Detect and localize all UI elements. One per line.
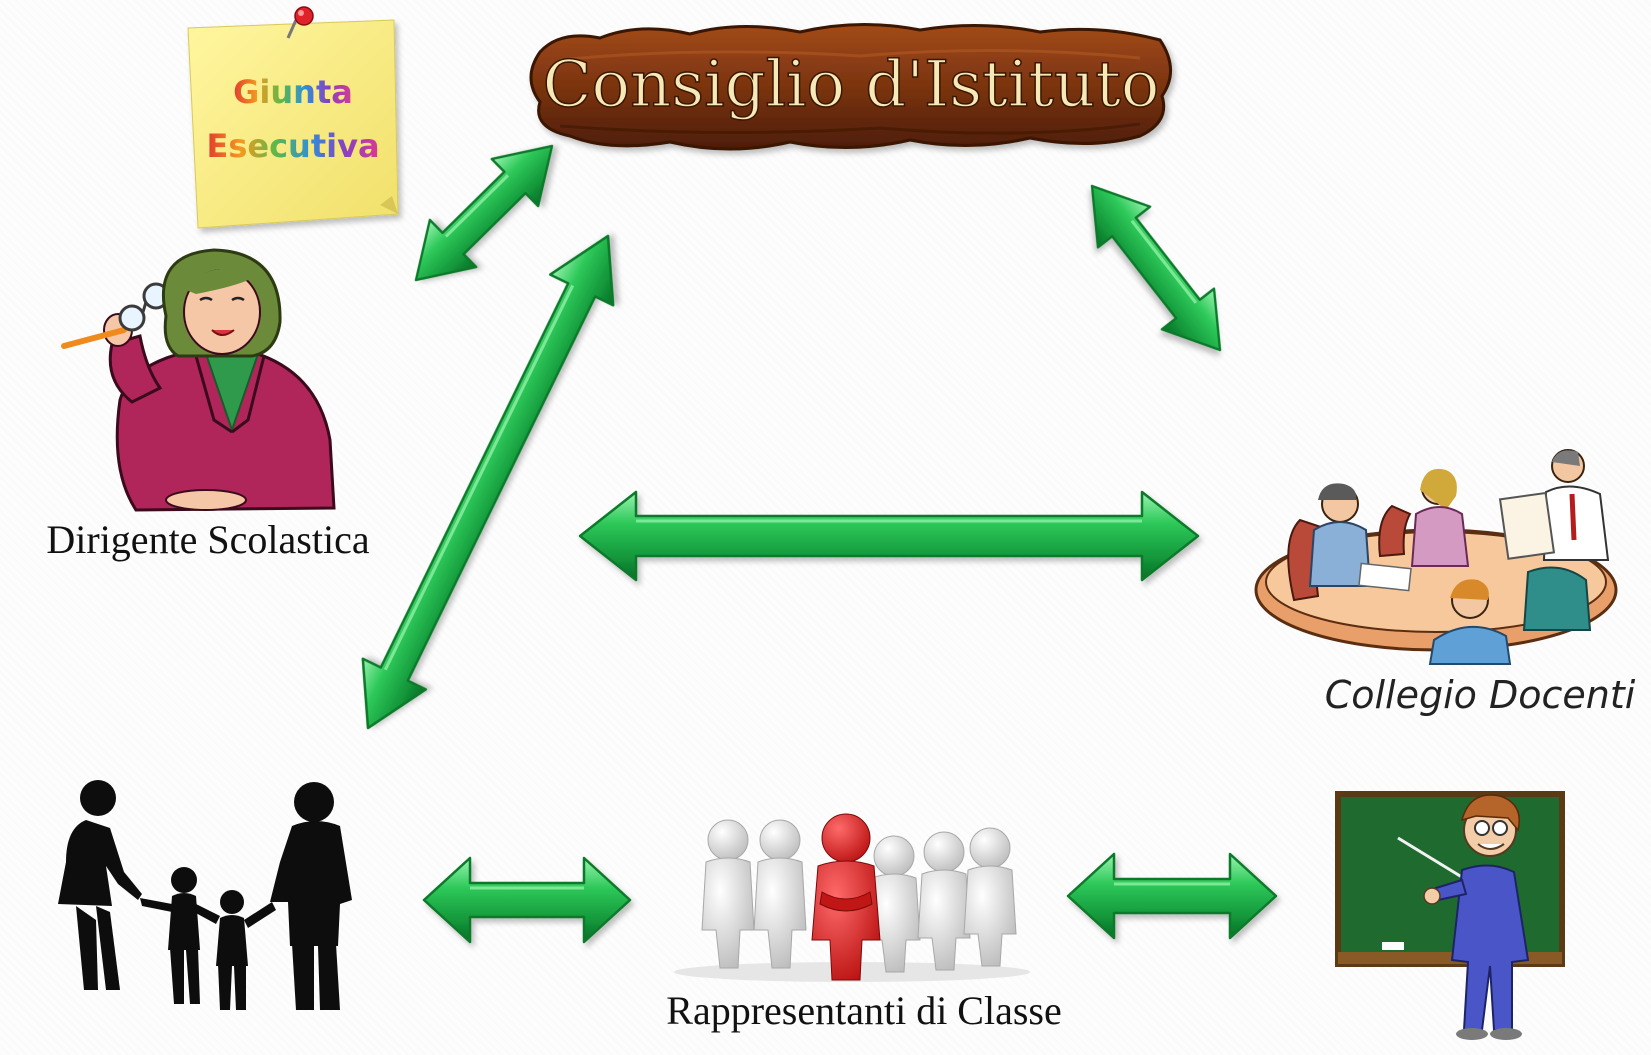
teacher-chalkboard-icon [1335, 791, 1565, 1040]
title-text: Consiglio d'Istituto [543, 48, 1160, 122]
rappresentanti-label: Rappresentanti di Classe [666, 988, 1061, 1033]
arrow-famiglia-rappresent [422, 856, 632, 944]
teacher-meeting-icon [1254, 449, 1618, 665]
leader-figure-icon [811, 813, 881, 981]
note-line1: Giunta [233, 73, 353, 111]
collegio-label: Collegio Docenti [1325, 673, 1636, 717]
arrow-consiglio-collegio [1090, 184, 1222, 352]
pushpin-icon [286, 6, 314, 39]
arrow-rappresent-docente [1066, 852, 1278, 940]
team-group-icon [674, 813, 1030, 982]
note-line2: Esecutiva [206, 127, 379, 165]
title-board: Consiglio d'Istituto [529, 23, 1172, 151]
arrow-dirigente-collegio [578, 490, 1200, 582]
family-silhouette-icon [58, 780, 352, 1010]
dirigente-label: Dirigente Scolastica [46, 517, 369, 562]
arrow-dirigente-rappresent [361, 234, 615, 730]
sticky-note-icon: Giunta Esecutiva [187, 19, 399, 229]
arrow-giunta-consiglio [414, 144, 554, 282]
principal-woman-icon [61, 248, 336, 512]
